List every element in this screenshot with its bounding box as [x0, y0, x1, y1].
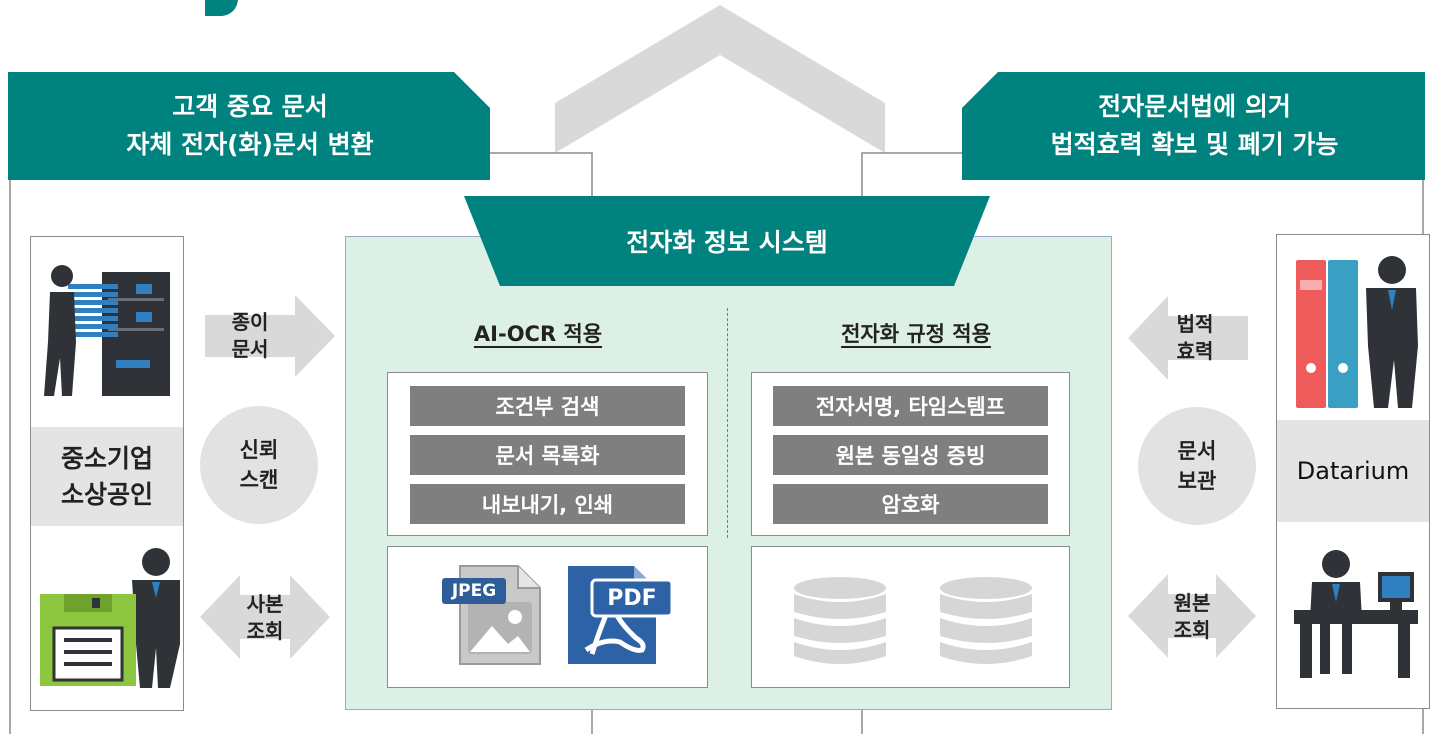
copy-view-label: 사본 조회 — [220, 580, 310, 656]
column-divider — [727, 308, 728, 538]
left-banner-text: 고객 중요 문서 자체 전자(화)문서 변환 — [8, 72, 492, 180]
feature-ocr-1: 조건부 검색 — [410, 386, 685, 426]
binders-person-icon — [1296, 256, 1418, 408]
paper-doc-line2: 문서 — [231, 337, 269, 361]
feature-ocr-2: 문서 목록화 — [410, 435, 685, 475]
system-title: 전자화 정보 시스템 — [626, 228, 828, 257]
doc-storage-line1: 문서 — [1177, 439, 1217, 463]
right-party-name: Datarium — [1296, 457, 1410, 485]
left-banner-shape — [8, 72, 490, 180]
ocr-column-title: AI-OCR 적용 — [473, 322, 603, 346]
left-banner-line1: 고객 중요 문서 — [172, 92, 328, 121]
left-party-line2: 소상공인 — [60, 479, 153, 509]
right-banner-text: 전자문서법에 의거 법적효력 확보 및 폐기 가능 — [962, 72, 1427, 180]
desk-person-icon — [1294, 550, 1418, 678]
doc-storage-line2: 보관 — [1177, 469, 1217, 493]
original-view-line1: 원본 — [1173, 591, 1211, 615]
feature-rule-3: 암호화 — [773, 484, 1048, 524]
feature-ocr-3: 내보내기, 인쇄 — [410, 484, 685, 524]
paper-doc-arrow — [205, 295, 335, 377]
filing-person-icon — [44, 265, 170, 396]
trusted-scan-line2: 스캔 — [239, 468, 279, 492]
right-banner-line1: 전자문서법에 의거 — [1098, 92, 1291, 121]
right-banner-line2: 법적효력 확보 및 폐기 가능 — [1050, 130, 1339, 159]
right-party-band: Datarium — [1277, 420, 1429, 522]
floppy-person-icon — [40, 548, 180, 688]
legal-effect-line1: 법적 — [1176, 312, 1214, 336]
jpeg-label: JPEG — [451, 581, 497, 601]
pdf-file-icon: PDF — [562, 562, 677, 670]
trusted-scan-line1: 신뢰 — [239, 438, 279, 462]
paper-doc-label: 종이 문서 — [205, 298, 295, 374]
original-view-line2: 조회 — [1173, 618, 1211, 642]
feature-rule-2: 원본 동일성 증빙 — [773, 435, 1048, 475]
feature-rule-1: 전자서명, 타임스템프 — [773, 386, 1048, 426]
jpeg-file-icon: JPEG — [440, 562, 545, 670]
pdf-label: PDF — [607, 585, 657, 611]
legal-effect-label: 법적 효력 — [1150, 300, 1240, 376]
copy-view-arrow — [200, 575, 330, 659]
database-icon — [940, 577, 1032, 664]
roof-chevron — [555, 5, 885, 153]
rule-column-title: 전자화 규정 적용 — [841, 322, 991, 346]
copy-view-line1: 사본 — [246, 592, 284, 616]
database-icon — [794, 577, 886, 664]
original-view-arrow — [1128, 574, 1256, 658]
left-party-line1: 중소기업 — [60, 443, 153, 473]
copy-view-line2: 조회 — [246, 619, 284, 643]
left-banner-line2: 자체 전자(화)문서 변환 — [126, 130, 374, 159]
original-view-label: 원본 조회 — [1147, 579, 1237, 655]
left-party-band: 중소기업 소상공인 — [31, 427, 183, 526]
legal-effect-line2: 효력 — [1176, 339, 1214, 363]
paper-doc-line1: 종이 — [231, 310, 269, 334]
right-banner-shape — [962, 72, 1425, 180]
system-title-shape — [464, 196, 990, 286]
doc-storage-circle: 문서 보관 — [1138, 407, 1256, 525]
trusted-scan-circle: 신뢰 스캔 — [200, 406, 318, 524]
legal-effect-arrow — [1128, 296, 1248, 380]
database-panel — [751, 546, 1070, 688]
